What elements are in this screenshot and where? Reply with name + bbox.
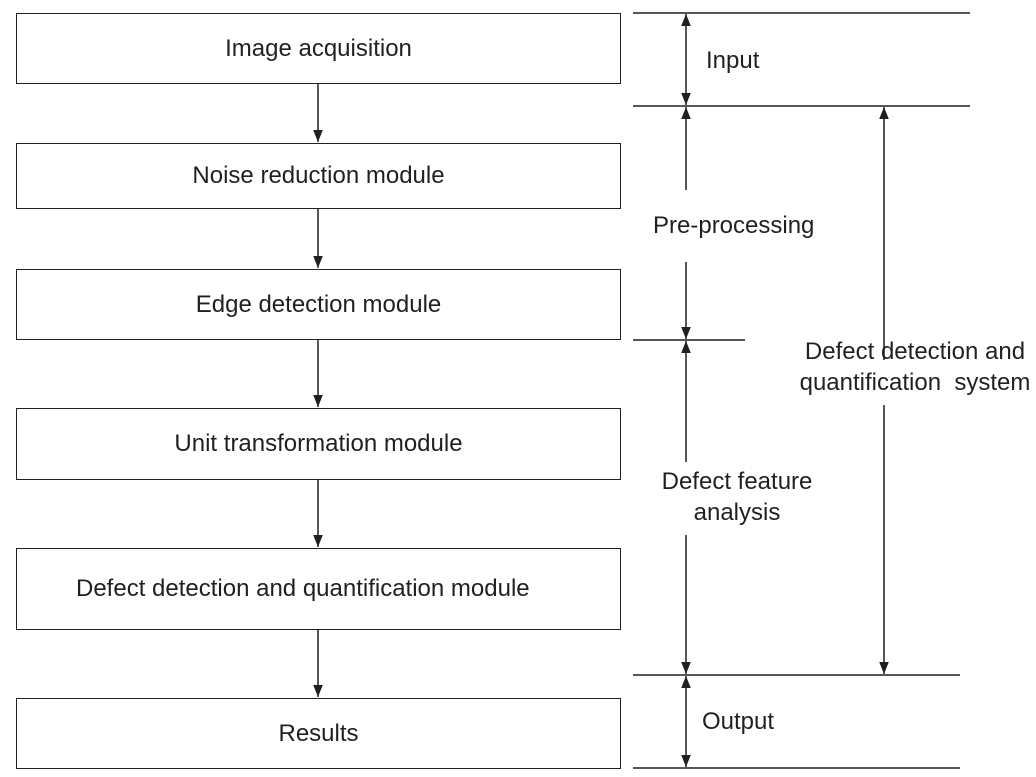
noise-reduction-box: Noise reduction module <box>16 143 621 209</box>
unit-transformation-label: Unit transformation module <box>174 430 463 457</box>
feature-analysis-line1: Defect feature <box>661 468 813 495</box>
defect-module-label: Defect detection and quantification modu… <box>76 575 530 602</box>
image-acquisition-box: Image acquisition <box>16 13 621 84</box>
system-label-line1: Defect detection and <box>804 338 1026 365</box>
feature-analysis-stage-label: Defect feature analysis <box>642 466 832 528</box>
system-label-line2: quantification system <box>799 369 1031 396</box>
output-stage-label: Output <box>702 708 775 735</box>
defect-module-box: Defect detection and quantification modu… <box>16 548 621 630</box>
feature-analysis-line2: analysis <box>693 499 781 526</box>
input-stage-label: Input <box>706 47 760 74</box>
noise-reduction-label: Noise reduction module <box>192 162 445 189</box>
system-label: Defect detection and quantification syst… <box>770 336 1036 398</box>
edge-detection-label: Edge detection module <box>195 290 442 318</box>
image-acquisition-label: Image acquisition <box>225 34 412 62</box>
preprocessing-stage-label: Pre-processing <box>653 212 815 239</box>
unit-transformation-box: Unit transformation module <box>16 408 621 480</box>
results-box: Results <box>16 698 621 769</box>
results-label: Results <box>278 719 359 747</box>
edge-detection-box: Edge detection module <box>16 269 621 340</box>
